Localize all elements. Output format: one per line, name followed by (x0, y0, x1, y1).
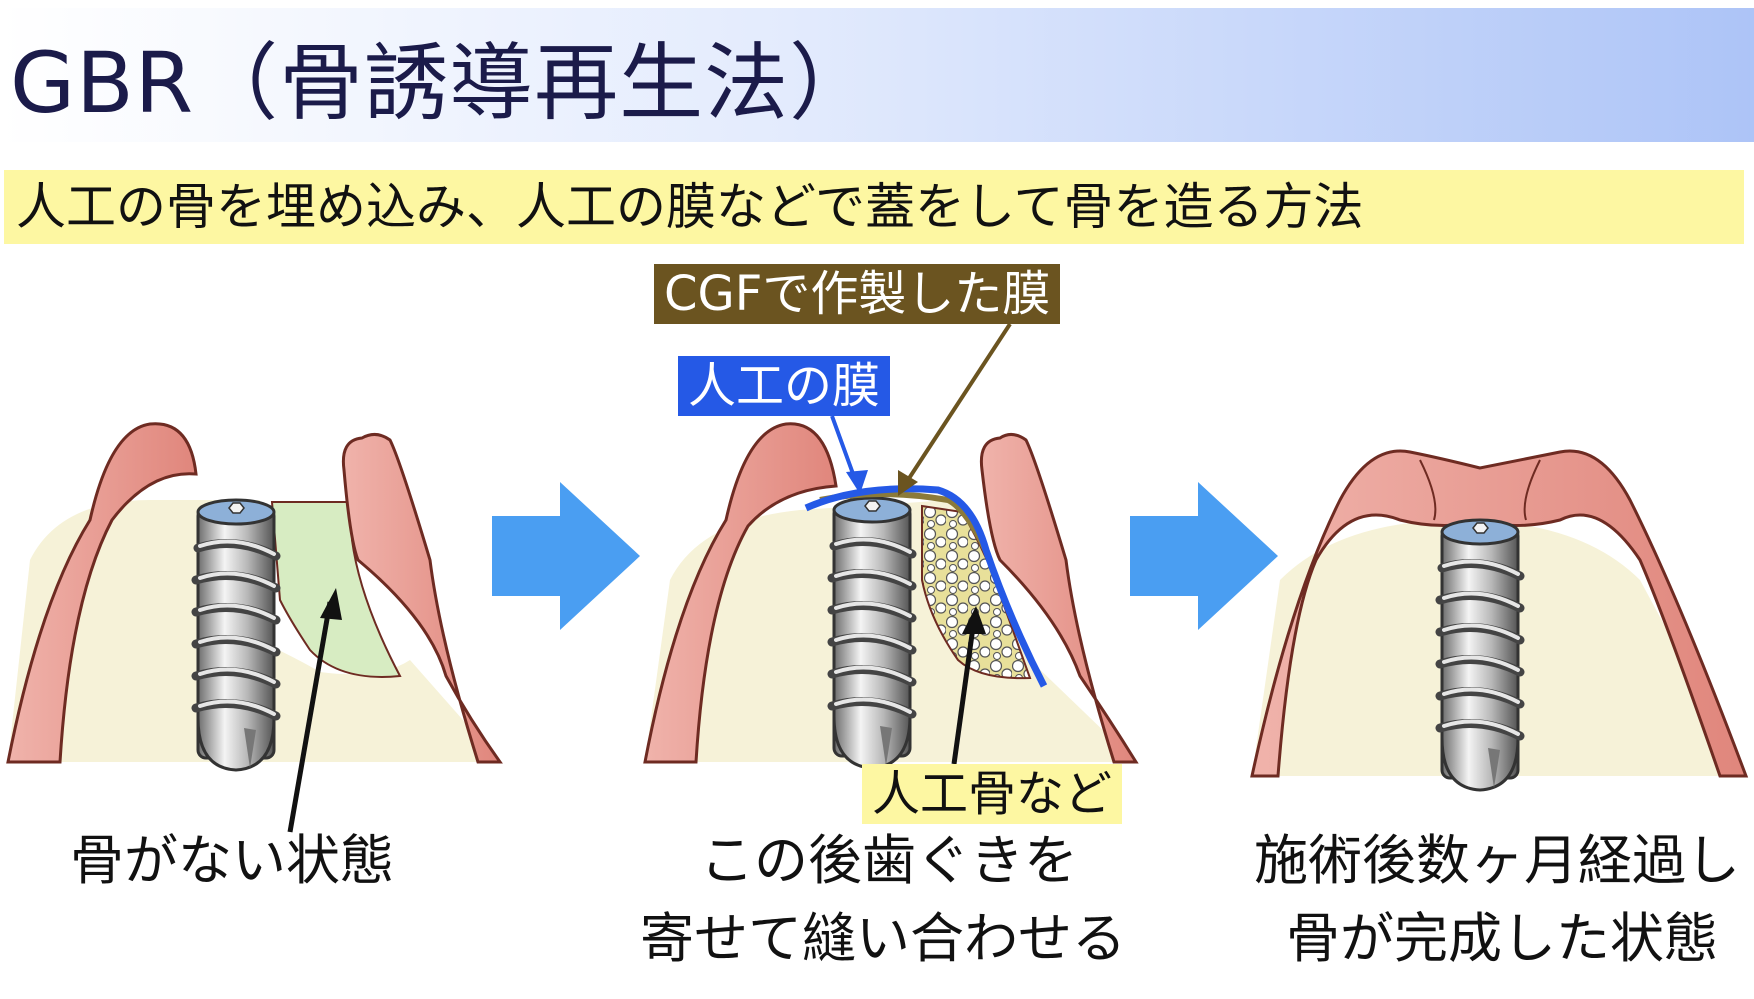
label-artificial-bone: 人工骨など (862, 764, 1123, 824)
gum-left (6, 422, 198, 764)
caption-step2-line2: 寄せて縫い合わせる (640, 907, 1126, 970)
page-subtitle: 人工の骨を埋め込み、人工の膜などで蓋をして骨を造る方法 (16, 178, 1364, 236)
caption-step3-line1: 施術後数ヶ月経過し (1254, 829, 1740, 892)
gum-left-2 (643, 422, 838, 764)
artificial-membrane (804, 485, 1048, 688)
gum-right-2 (979, 433, 1139, 764)
caption-step2-line1: この後歯ぐきを (700, 829, 1078, 892)
label-artificial-membrane: 人工の膜 (678, 356, 891, 416)
subtitle-banner: 人工の骨を埋め込み、人工の膜などで蓋をして骨を造る方法 (4, 170, 1744, 244)
gum-closed (1250, 449, 1749, 778)
panel-bone-complete (1250, 449, 1749, 790)
step-arrow-1 (492, 482, 640, 630)
pointer-arrow-defect (287, 601, 333, 833)
step-arrow-2 (1130, 482, 1278, 630)
title-banner: GBR（骨誘導再生法） (0, 8, 1754, 142)
panel-gbr-procedure (643, 322, 1139, 768)
pointer-bone (951, 619, 977, 765)
panel-no-bone (6, 422, 503, 833)
caption-step1: 骨がない状態 (70, 829, 394, 892)
caption-step3-line2: 骨が完成した状態 (1286, 907, 1718, 970)
pointer-membrane (830, 415, 858, 483)
page-title: GBR（骨誘導再生法） (10, 34, 875, 132)
gum-right (341, 433, 503, 764)
label-cgf-membrane: CGFで作製した膜 (654, 264, 1061, 324)
pointer-cgf (902, 322, 1012, 488)
